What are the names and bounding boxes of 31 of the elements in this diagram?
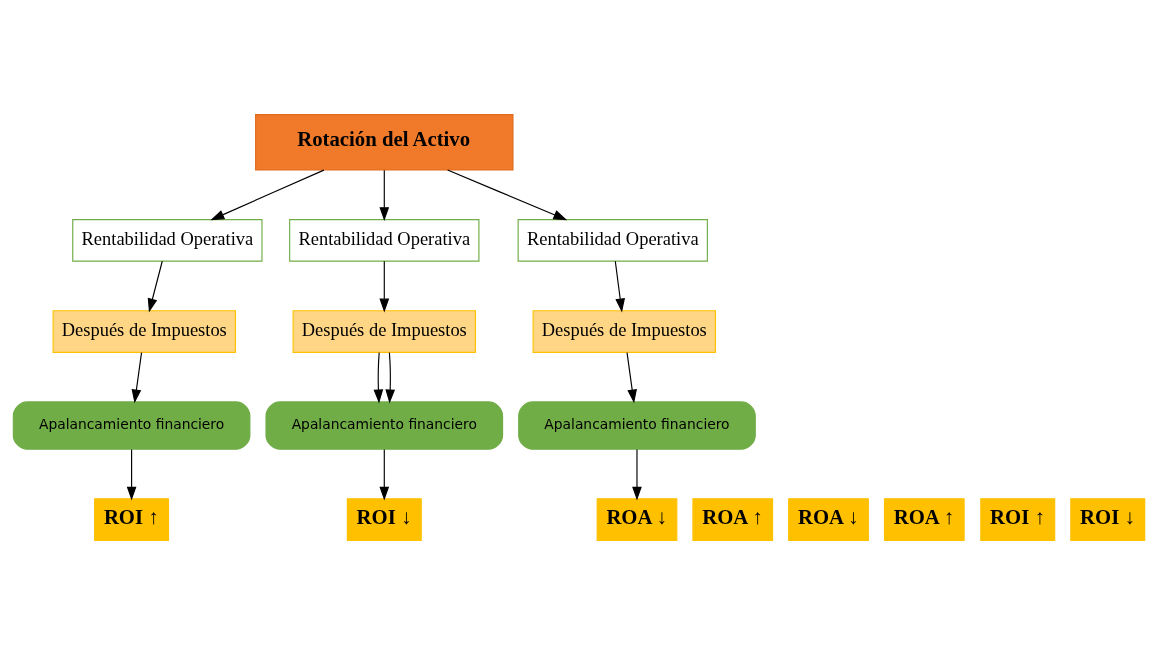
arrow <box>614 260 625 312</box>
node-box: ROA ↑ <box>692 497 774 541</box>
node-box: Rentabilidad Operativa <box>72 218 263 262</box>
node-box: ROI ↑ <box>980 497 1056 541</box>
arrow <box>131 351 143 403</box>
node-box: Apalancamiento financiero <box>265 400 504 450</box>
arrow <box>126 448 137 501</box>
arrow <box>626 351 637 403</box>
node-box: Rentabilidad Operativa <box>289 218 480 262</box>
node-box: ROA ↑ <box>883 497 965 541</box>
node-box: ROI ↓ <box>346 497 422 541</box>
arrow <box>210 169 325 220</box>
node-box: Después de Impuestos <box>532 309 716 353</box>
node-box: Apalancamiento financiero <box>12 400 251 450</box>
node-box: ROI ↑ <box>94 497 170 541</box>
node-box: Después de Impuestos <box>292 309 476 353</box>
node-box: Apalancamiento financiero <box>518 400 756 450</box>
node-box: Después de Impuestos <box>52 309 236 353</box>
node-box: Rentabilidad Operativa <box>517 218 708 262</box>
arrow <box>373 351 384 403</box>
arrow <box>385 351 396 403</box>
arrow <box>632 448 642 501</box>
node-box: ROI ↓ <box>1070 497 1146 541</box>
arrow <box>379 448 390 501</box>
arrow <box>147 260 163 312</box>
arrow <box>447 168 568 220</box>
arrow <box>379 260 390 312</box>
node-box: Rotación del Activo <box>255 113 514 171</box>
node-box: ROA ↓ <box>788 497 869 541</box>
node-box: ROA ↓ <box>596 497 678 541</box>
arrow <box>379 169 390 221</box>
